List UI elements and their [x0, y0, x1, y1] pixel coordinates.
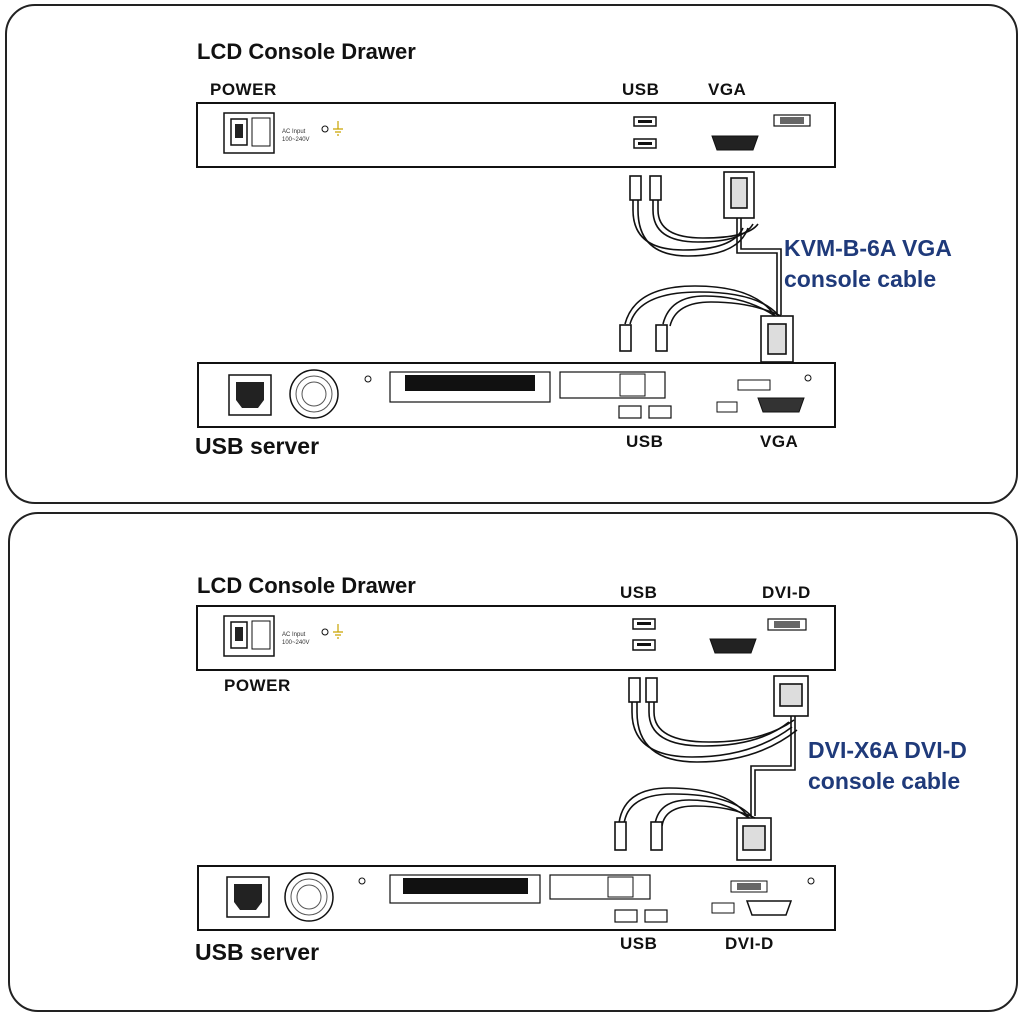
top-server-vga-label: VGA [760, 432, 799, 451]
top-server-title: USB server [195, 433, 320, 459]
bottom-cable-line1: DVI-X6A DVI-D [808, 737, 967, 763]
top-vga-port-icon [711, 135, 759, 151]
bottom-ac-text-1: AC Input [282, 632, 306, 638]
bottom-server-usb-port-icon [614, 909, 638, 923]
top-server-usb-port-icon [648, 405, 672, 419]
bottom-led-icon [321, 628, 329, 636]
top-lcd-drawer: AC Input 100~240V [196, 102, 836, 168]
bottom-server-fan-icon [284, 872, 334, 922]
top-panel [5, 4, 1018, 504]
top-server-vga-port-icon [757, 397, 805, 413]
top-console-cable [619, 171, 794, 363]
top-cable-label: KVM-B-6A VGA console cable [784, 233, 952, 295]
bottom-cable-line2: console cable [808, 768, 961, 794]
bottom-server-dvi-label: DVI-D [725, 934, 774, 953]
top-server-usb-port-icon [618, 405, 642, 419]
top-power-label: POWER [210, 80, 277, 99]
top-ac-text-1: AC Input [282, 129, 306, 135]
bottom-usb-plug-icon [645, 677, 658, 703]
top-server-fan-icon [289, 369, 339, 419]
top-usb-plug-icon [629, 175, 642, 201]
bottom-usb-label: USB [620, 583, 658, 602]
bottom-cable-label: DVI-X6A DVI-D console cable [808, 735, 967, 797]
bottom-panel [8, 512, 1018, 1012]
bottom-lcd-drawer: AC Input 100~240V [196, 605, 836, 671]
top-ac-text-2: 100~240V [282, 137, 310, 143]
top-usb-server [197, 362, 836, 428]
top-usb-plug-icon [619, 324, 632, 352]
bottom-power-label: POWER [224, 676, 291, 695]
top-ground-icon [333, 121, 343, 136]
top-vga-label: VGA [708, 80, 747, 99]
top-server-dvi-port-icon [737, 379, 771, 391]
top-drawer-title: LCD Console Drawer [197, 39, 416, 64]
bottom-drawer-title: LCD Console Drawer [197, 573, 416, 598]
top-usb-plug-icon [649, 175, 662, 201]
bottom-usb-server [197, 865, 836, 931]
bottom-ground-icon [333, 624, 343, 639]
bottom-usb-plug-icon [628, 677, 641, 703]
top-cable-line1: KVM-B-6A VGA [784, 235, 952, 261]
bottom-usb-plug-icon [614, 821, 627, 851]
bottom-server-usb-label: USB [620, 934, 658, 953]
top-led-icon [321, 125, 329, 133]
bottom-console-cable [614, 675, 809, 861]
bottom-server-vga-port-icon [745, 900, 793, 916]
top-usb-label: USB [622, 80, 660, 99]
bottom-server-title: USB server [195, 939, 320, 965]
bottom-vga-port-icon [709, 638, 757, 654]
bottom-dvi-label: DVI-D [762, 583, 811, 602]
top-usb-plug-icon [655, 324, 668, 352]
bottom-server-usb-port-icon [644, 909, 668, 923]
top-server-usb-label: USB [626, 432, 664, 451]
bottom-usb-plug-icon [650, 821, 663, 851]
bottom-ac-text-2: 100~240V [282, 640, 310, 646]
top-cable-line2: console cable [784, 266, 937, 292]
